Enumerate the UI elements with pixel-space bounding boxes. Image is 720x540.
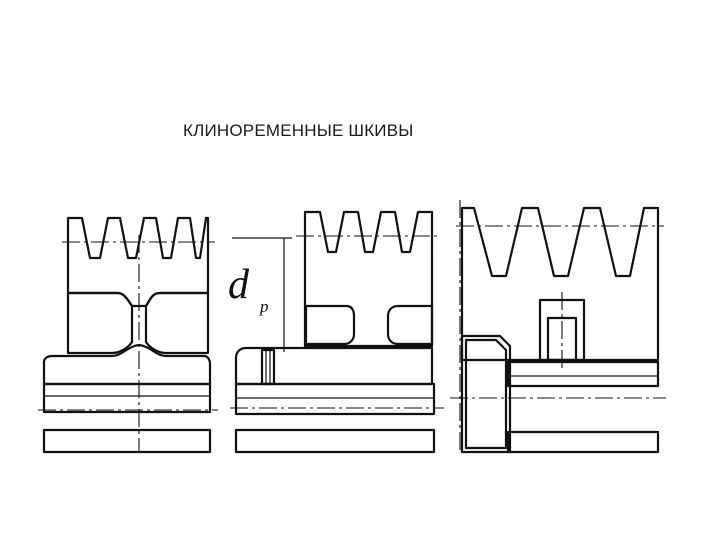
pulley-middle-rim (303, 210, 434, 348)
pulley-left-hub (42, 343, 212, 386)
pulley-left (38, 216, 218, 454)
pulley-right (450, 200, 666, 454)
dimension-label-d: d (228, 262, 250, 308)
dimension-label-p: p (259, 297, 269, 316)
pulley-right-rim (460, 206, 660, 362)
slide-title: КЛИНОРЕМЕННЫЕ ШКИВЫ (183, 121, 414, 140)
pulley-middle-hub (234, 346, 434, 386)
pulley-middle: d p (228, 210, 444, 454)
pulley-left-web (66, 291, 134, 355)
